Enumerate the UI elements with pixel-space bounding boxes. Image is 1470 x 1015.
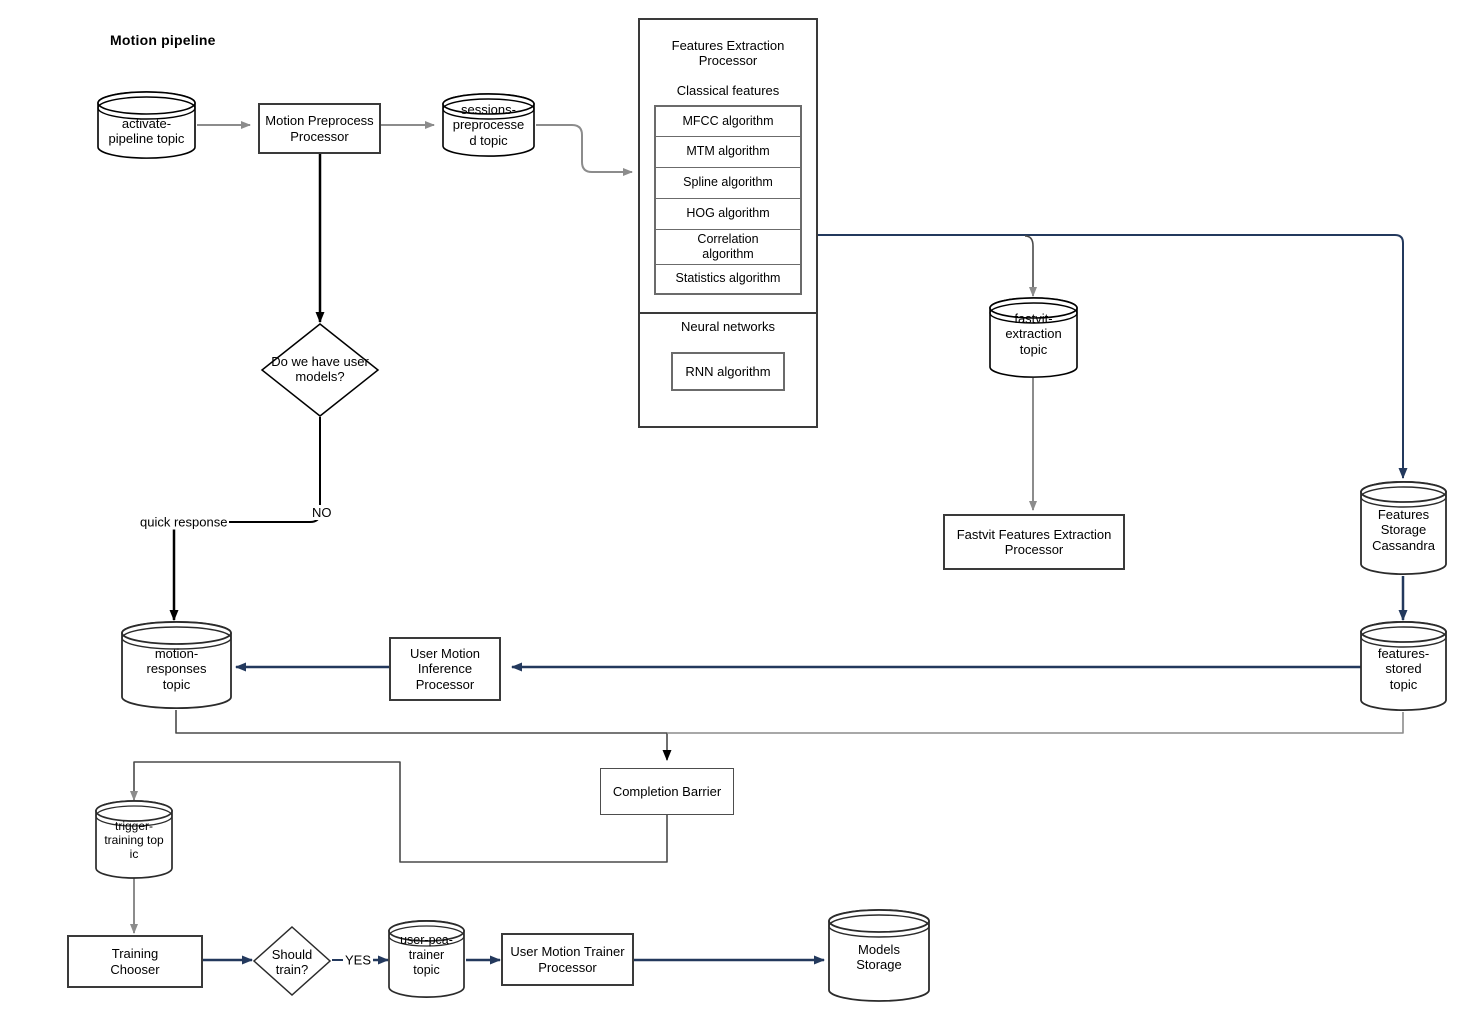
alg-spline[interactable]: Spline algorithm (656, 168, 800, 199)
edge-barrier-to-triggertraining (130, 761, 668, 863)
edge-sessions-to-features (536, 124, 633, 176)
node-activate-pipeline-topic[interactable]: activate-pipeline topic (96, 90, 197, 160)
cylinder-shape (989, 297, 1078, 378)
classical-features-title: Classical features (676, 82, 780, 98)
cylinder-shape (95, 800, 173, 879)
edge-featuresstored-to-barrier (667, 712, 1404, 734)
node-label: Completion Barrier (612, 783, 722, 799)
alg-rnn[interactable]: RNN algorithm (671, 351, 785, 391)
edge-label-yes: YES (343, 952, 374, 968)
node-completion-barrier[interactable]: Completion Barrier (600, 768, 734, 815)
cylinder-shape (442, 93, 535, 157)
edge-label-quick-response: quick response (138, 514, 230, 530)
alg-mfcc[interactable]: MFCC algorithm (656, 107, 800, 137)
diagram-title: Motion pipeline (110, 32, 216, 48)
edge-label-no: NO (310, 505, 334, 520)
cylinder-shape (1360, 481, 1447, 575)
edge-features-to-cassandra (818, 234, 1408, 479)
diamond-shape (252, 925, 332, 997)
cylinder-shape (121, 620, 232, 710)
alg-statistics[interactable]: Statistics algorithm (675, 271, 781, 286)
cylinder-shape (97, 91, 196, 159)
edge-features-to-fastvit-topic (1024, 235, 1037, 297)
alg-mtm[interactable]: MTM algorithm (656, 137, 800, 168)
cylinder-shape (388, 920, 465, 998)
cylinder-shape (828, 909, 930, 1002)
neural-networks-title: Neural networks (681, 318, 775, 334)
diamond-shape (260, 323, 380, 417)
edge-motionresponses-to-barrier (175, 710, 672, 761)
classical-algorithms-group: MFCC algorithm MTM algorithm Spline algo… (654, 104, 802, 295)
alg-hog[interactable]: HOG algorithm (656, 199, 800, 230)
cylinder-shape (1360, 621, 1447, 711)
section-divider (640, 312, 816, 314)
edge-decision-no-branch (174, 417, 321, 523)
